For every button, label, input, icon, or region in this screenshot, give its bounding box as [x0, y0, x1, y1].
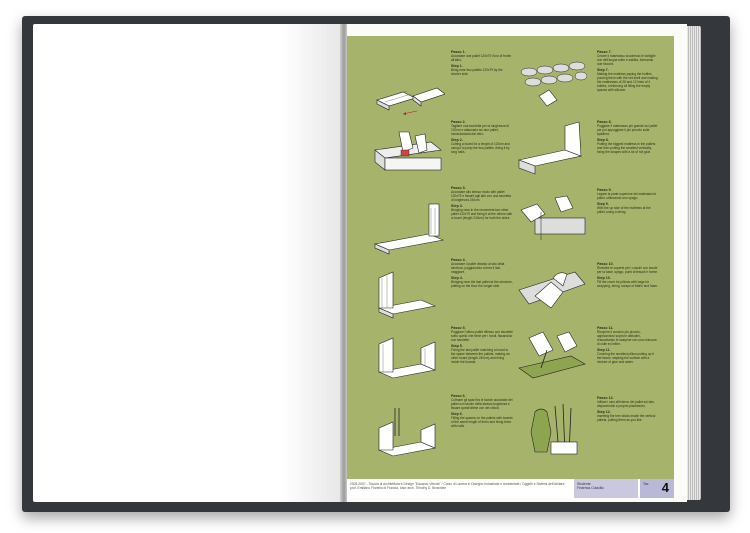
pallet-sofa-filled-drawing: [377, 408, 437, 457]
hands-fixing-board-drawing: [374, 131, 442, 171]
step-4-illustration: [373, 264, 445, 322]
table-number-box: Tav. 4: [640, 479, 674, 498]
step-5-text: Passo 5.Poggiare l'ultimo pallet rifless…: [451, 326, 513, 364]
footer-credits: 2005-2007 - Scuola di Architettura e Des…: [350, 482, 570, 491]
hands-tying-string-drawing: [520, 195, 586, 240]
step-12-illustration: [515, 402, 587, 460]
tav-label: Tav.: [643, 482, 649, 486]
step-9-illustration: [515, 192, 587, 250]
step-6-text: Passo 6.Colmare gli spazi fra le tavole …: [451, 394, 513, 428]
student-name: Federica Colacillo: [577, 486, 604, 491]
page-edges: [687, 26, 701, 500]
step-1-text: Passo 1.Accostare due pallet 120x79 l'un…: [451, 50, 512, 76]
step-11-illustration: [515, 328, 587, 386]
mattress-on-pallet-drawing: [517, 121, 583, 175]
step-10-illustration: [515, 260, 587, 318]
bottles-mattress-drawing: [520, 61, 588, 107]
step-8-text: Passo 8.Poggiare il materasso più grande…: [597, 120, 658, 154]
pallets-side-by-side-drawing: [376, 87, 446, 115]
step-3-text: Passo 3.Accostare allo stesso modo altri…: [451, 186, 513, 220]
step-3-illustration: [373, 200, 445, 258]
step-10-text: Passo 10.Rivestire le coperte per i cusc…: [597, 262, 658, 288]
step-7-illustration: [515, 58, 588, 116]
hands-filling-pillow-drawing: [518, 271, 586, 309]
student-label: Studente: [577, 482, 591, 486]
instruction-plate: Passo 1.Accostare due pallet 120x79 l'un…: [347, 36, 674, 479]
step-7-text: Passo 7.Creare il materasso scuotendo le…: [597, 50, 658, 92]
book-gutter: [340, 24, 348, 502]
step-11-text: Passo 11.Ricoprire il cuscino più piccol…: [597, 326, 657, 364]
tav-number: 4: [661, 480, 669, 495]
step-5-illustration: [373, 328, 445, 386]
step-1-illustration: [373, 66, 446, 124]
step-2-text: Passo 2.Tagliare una tavoletta per la lu…: [451, 120, 510, 154]
pallet-backrest-drawing: [377, 271, 437, 319]
credits-line-1: 2005-2007 - Scuola di Architettura e Des…: [350, 482, 565, 486]
page-footer: 2005-2007 - Scuola di Architettura e Des…: [347, 479, 674, 498]
left-page-blank: [33, 24, 344, 502]
pallet-sofa-frame-drawing: [377, 337, 437, 379]
person-with-sticks-drawing: [530, 403, 578, 455]
step-4-text: Passo 4.Accostare il pallet rimasto al l…: [451, 258, 513, 288]
step-12-text: Passo 12.Infilare i cavi all'interno dei…: [597, 396, 656, 422]
pallets-joined-drawing: [373, 203, 445, 255]
student-box: Studente Federica Colacillo: [574, 479, 638, 498]
step-9-text: Passo 9.Legare la parte superiore dei ma…: [597, 188, 656, 214]
step-2-illustration: [371, 128, 443, 186]
credits-line-2: prof. Emiliano Fioriello di Francia, tut…: [350, 486, 447, 491]
hands-gluing-tissue-drawing: [518, 331, 586, 379]
step-8-illustration: [515, 120, 587, 178]
step-6-illustration: [373, 406, 445, 464]
